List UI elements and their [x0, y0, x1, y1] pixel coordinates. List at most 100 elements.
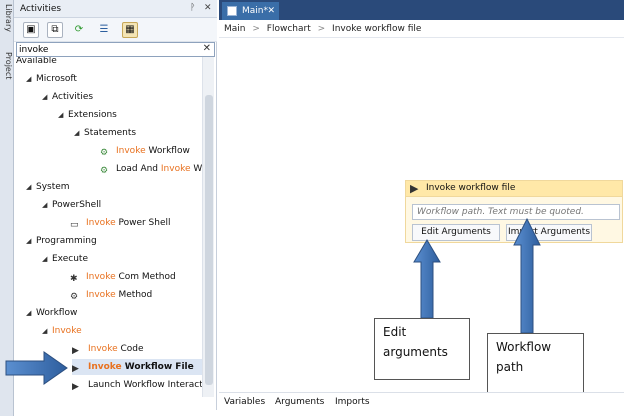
tree-category-activities[interactable]: ◢Activities: [42, 89, 93, 105]
play-icon: ▶: [72, 364, 79, 374]
play-icon: ▶: [72, 346, 79, 356]
document-icon: [227, 6, 237, 16]
tree-activity[interactable]: ⚙Load And Invoke W: [100, 161, 202, 177]
tree-activity[interactable]: ▭Invoke Power Shell: [70, 215, 171, 231]
activities-panel-title: Activities: [20, 4, 62, 14]
tree-category-label: Workflow: [36, 308, 78, 318]
tree-category-label: Execute: [52, 254, 88, 264]
tab-variables[interactable]: Variables: [224, 397, 266, 407]
tree-activity[interactable]: ✱Invoke Com Method: [70, 269, 176, 285]
breadcrumb-separator: >: [317, 24, 326, 34]
tree-activity-text: W: [190, 164, 202, 174]
tree-activity-highlight: Invoke: [88, 362, 122, 372]
scrollbar-thumb[interactable]: [205, 95, 213, 385]
tree-activity-text: Method: [115, 290, 153, 300]
tree-category-system[interactable]: ◢System: [26, 179, 70, 195]
play-icon: ▶: [410, 182, 419, 195]
tree-category-execute[interactable]: ◢ Execute: [42, 251, 88, 267]
tab-imports[interactable]: Imports: [335, 397, 370, 407]
collapse-arrow-icon[interactable]: ◢: [26, 237, 32, 245]
library-tab[interactable]: Library: [4, 4, 13, 32]
project-tab[interactable]: Project: [4, 52, 13, 80]
tree-category-statements[interactable]: ◢ Statements: [74, 125, 136, 141]
collapse-arrow-icon[interactable]: ◢: [42, 327, 48, 335]
workflow-path-input[interactable]: Workflow path. Text must be quoted.: [412, 204, 620, 220]
collapse-arrow-icon[interactable]: ◢: [42, 93, 48, 101]
tree-activity[interactable]: ⚙ Invoke Workflow: [100, 143, 190, 159]
close-tab-icon[interactable]: ✕: [267, 6, 275, 16]
tree-scrollbar[interactable]: [202, 57, 214, 397]
collapse-arrow-icon[interactable]: ◢: [26, 309, 32, 317]
tab-main[interactable]: Main* ✕: [222, 2, 279, 20]
collapse-arrow-icon[interactable]: ◢: [74, 129, 80, 137]
breadcrumb-item-main[interactable]: Main: [224, 24, 246, 34]
list-icon[interactable]: ☰: [99, 24, 109, 35]
expand-all-icon[interactable]: ⧉: [47, 22, 63, 38]
tree-category-label: Statements: [84, 128, 137, 138]
workflow-path-callout: Workflow path: [487, 333, 584, 396]
collapse-arrow-icon[interactable]: ◢: [26, 183, 32, 191]
breadcrumb-separator: >: [252, 24, 260, 34]
designer-bottom-bar: Variables Arguments Imports: [219, 392, 624, 410]
box-icon[interactable]: ▦: [122, 22, 138, 38]
pin-icon[interactable]: ᚹ: [190, 3, 196, 13]
tree-category-label: Invoke: [52, 326, 82, 336]
activities-panel-header: Activities ᚹ ✕: [14, 0, 217, 18]
collapse-arrow-icon[interactable]: ◢: [42, 201, 48, 209]
edit-arguments-callout: Edit arguments: [374, 318, 470, 380]
clear-search-icon[interactable]: ✕: [202, 43, 211, 54]
collapse-arrow-icon[interactable]: ◢: [42, 255, 48, 263]
tab-main-label: Main*: [242, 6, 268, 16]
tree-activity[interactable]: ▶Launch Workflow Interacti: [72, 377, 202, 393]
tree-category-label: Microsoft: [36, 74, 77, 84]
activities-panel: Activities ᚹ ✕ ▣ ⧉ ⟳ ☰ ▦ ✕ Available ◢ Mic…: [14, 0, 217, 410]
arrow-to-workflow-path: [513, 217, 541, 334]
breadcrumb-item-flowchart[interactable]: Flowchart: [266, 24, 311, 34]
tree-activity-highlight: Invoke: [86, 218, 116, 228]
invoke-workflow-file-activity[interactable]: ▶ Invoke workflow file Workflow path. Te…: [405, 180, 623, 243]
tree-activity[interactable]: ▶Invoke Code: [72, 341, 144, 357]
tree-category-programming[interactable]: ◢ Programming: [26, 233, 97, 249]
breadcrumb-item-invoke-workflow-file[interactable]: Invoke workflow file: [332, 24, 422, 34]
collapse-arrow-icon[interactable]: ◢: [26, 75, 32, 83]
tree-activity-highlight: Invoke: [116, 146, 146, 156]
collapse-arrow-icon[interactable]: ◢: [58, 111, 64, 119]
tree-category-label: Extensions: [68, 110, 117, 120]
tree-activity-text: Workflow: [145, 146, 190, 156]
document-tab-bar: Main* ✕: [219, 0, 624, 20]
tree-category-label: Available: [16, 57, 57, 66]
tree-category-available[interactable]: Available: [16, 57, 57, 69]
activity-header: ▶ Invoke workflow file: [406, 181, 622, 197]
tree-activity[interactable]: ⚙Invoke Method: [70, 287, 152, 303]
activities-tree: Available◢Microsoft◢Activities◢Extension…: [14, 57, 202, 397]
callout-line: Workflow: [496, 340, 552, 354]
collapse-all-icon[interactable]: ▣: [23, 22, 39, 38]
tree-activity-text: Launch Workflow Interacti: [88, 380, 202, 390]
edit-arguments-button[interactable]: Edit Arguments: [412, 224, 500, 241]
activities-toolbar: ▣ ⧉ ⟳ ☰ ▦: [14, 18, 217, 42]
tree-activity-text: Com Method: [115, 272, 176, 282]
tree-category-workflow[interactable]: ◢ Workflow: [26, 305, 77, 321]
close-icon[interactable]: ✕: [204, 3, 212, 13]
tree-category-microsoft[interactable]: ◢ Microsoft: [26, 71, 77, 87]
workflow-icon: ⚙: [100, 166, 109, 176]
tree-category-label: Programming: [36, 236, 97, 246]
tree-category-extensions[interactable]: ◢ Extensions: [58, 107, 117, 123]
callout-line: arguments: [383, 345, 448, 359]
arrow-to-edit-arguments: [413, 239, 441, 319]
breadcrumb: Main > Flowchart > Invoke workflow file: [219, 20, 624, 38]
refresh-icon[interactable]: ⟳: [74, 24, 84, 35]
tree-activity-highlight: Invoke: [86, 290, 116, 300]
left-side-strip: Library Project: [0, 0, 14, 416]
workflow-icon: ⚙: [100, 148, 109, 158]
arrow-to-invoke-workflow-file: [5, 351, 68, 385]
tree-category-label: PowerShell: [52, 200, 102, 210]
tree-activity-highlight: Invoke: [160, 164, 191, 174]
search-input[interactable]: [19, 43, 194, 56]
tree-activity[interactable]: ▶ Invoke Workflow File: [72, 359, 202, 375]
tree-activity-text: Code: [117, 344, 144, 354]
tree-activity-text: Workflow File: [121, 362, 194, 372]
tab-arguments[interactable]: Arguments: [275, 397, 325, 407]
tree-category-invoke[interactable]: ◢ Invoke: [42, 323, 82, 339]
tree-category-powershell[interactable]: ◢ PowerShell: [42, 197, 101, 213]
